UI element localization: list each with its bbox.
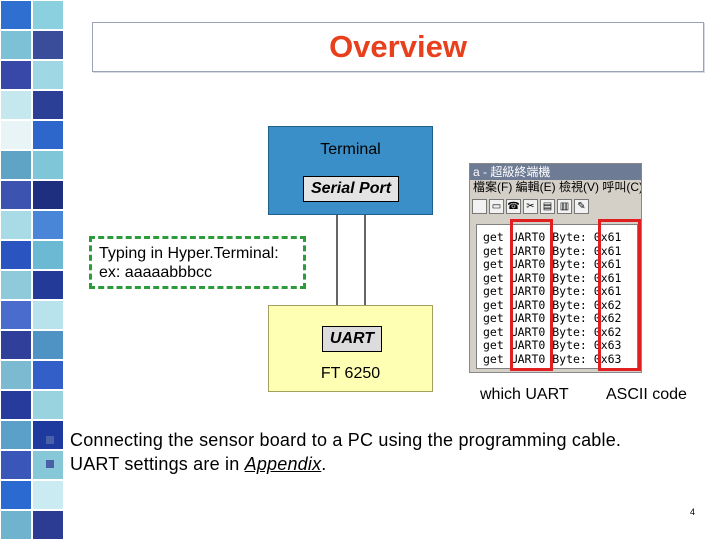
tile (32, 510, 64, 540)
tile (0, 30, 32, 60)
menu-call: 呼叫(C) (602, 180, 642, 194)
tile (0, 120, 32, 150)
typing-line-2: ex: aaaaabbbcc (99, 264, 212, 281)
terminal-label: Terminal (320, 141, 381, 158)
tile (0, 270, 32, 300)
tile (32, 330, 64, 360)
tile (0, 330, 32, 360)
tile (0, 60, 32, 90)
bullet-suffix: . (321, 454, 327, 474)
tile (32, 270, 64, 300)
tile (0, 0, 32, 30)
bullet-item: UART settings are in Appendix. (44, 452, 621, 476)
tile (32, 420, 64, 450)
uart-box: UART (322, 326, 382, 352)
hyperterminal-menubar: 檔案(F) 編輯(E) 檢視(V) 呼叫(C) (470, 180, 641, 195)
serial-port-box: Serial Port (303, 176, 399, 202)
caption-ascii-code: ASCII code (606, 386, 687, 403)
tile (0, 180, 32, 210)
log-line: get UART0 Byte: 0x62 (483, 297, 622, 312)
tile (32, 120, 64, 150)
typing-note: Typing in Hyper.Terminal: ex: aaaaabbbcc (89, 236, 306, 289)
new-icon (472, 198, 487, 214)
tile (32, 150, 64, 180)
tile (32, 240, 64, 270)
appendix-link[interactable]: Appendix (244, 454, 322, 474)
log-line: get UART0 Byte: 0x61 (483, 284, 622, 298)
tile (32, 60, 64, 90)
tile (0, 210, 32, 240)
send-icon: ▤ (540, 198, 555, 214)
typing-line-1: Typing in Hyper.Terminal: (99, 245, 279, 262)
tile (32, 300, 64, 330)
phone-icon: ☎ (506, 198, 521, 214)
bullet-marker (46, 460, 54, 468)
hyperterminal-titlebar: a - 超級終端機 (470, 164, 641, 180)
tile (32, 450, 64, 480)
tile (32, 180, 64, 210)
uart-highlight (510, 219, 553, 371)
window-title: a - 超級終端機 (473, 165, 551, 179)
ascii-highlight (598, 219, 641, 371)
page-number: 4 (690, 507, 696, 517)
tile (0, 390, 32, 420)
tile (0, 150, 32, 180)
tile (32, 480, 64, 510)
tile (0, 450, 32, 480)
title-frame: Overview (92, 22, 704, 72)
tile (0, 510, 32, 540)
tile (32, 360, 64, 390)
caption-which-uart: which UART (480, 386, 569, 403)
tile (0, 300, 32, 330)
tile (0, 420, 32, 450)
tile (32, 30, 64, 60)
receive-icon: ▥ (557, 198, 572, 214)
ft6250-label: FT 6250 (320, 365, 381, 382)
bullet-text: Connecting the sensor board to a PC usin… (70, 430, 622, 450)
hyperterminal-screenshot: a - 超級終端機 檔案(F) 編輯(E) 檢視(V) 呼叫(C) ▭ ☎ ✂ … (469, 163, 642, 373)
menu-view: 檢視(V) (559, 180, 600, 194)
tile (0, 240, 32, 270)
hyperterminal-toolbar: ▭ ☎ ✂ ▤ ▥ ✎ (470, 195, 641, 217)
slide-title: Overview (329, 29, 467, 64)
tile (0, 90, 32, 120)
bullet-item: Connecting the sensor board to a PC usin… (44, 428, 621, 452)
bullet-marker (46, 436, 54, 444)
disconnect-icon: ✂ (523, 198, 538, 214)
tile (0, 480, 32, 510)
bullet-text: UART settings are in (70, 454, 245, 474)
menu-edit: 編輯(E) (515, 180, 556, 194)
tile (32, 390, 64, 420)
menu-file: 檔案(F) (473, 180, 513, 194)
tile (32, 210, 64, 240)
tile (32, 0, 64, 30)
bullet-list: Connecting the sensor board to a PC usin… (44, 428, 621, 476)
tile (32, 90, 64, 120)
open-icon: ▭ (489, 198, 504, 214)
tile (0, 360, 32, 390)
properties-icon: ✎ (574, 198, 589, 214)
decorative-tile-strip (0, 0, 64, 540)
